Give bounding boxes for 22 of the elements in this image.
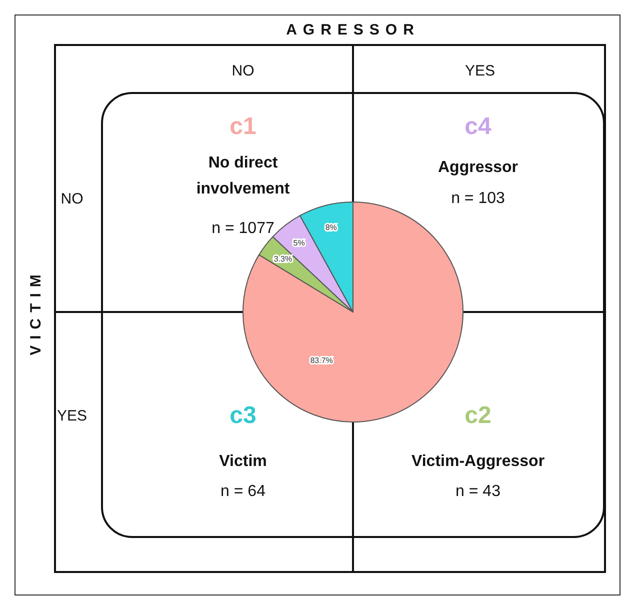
row-header: NO [60, 190, 84, 208]
quadrant-title: No direct involvement [195, 153, 291, 199]
count-text: n = 64 [220, 483, 266, 501]
axis-title: VICTIM [28, 268, 44, 356]
quadrant-title: Aggressor [438, 159, 518, 177]
axis-title: AGRESSOR [286, 22, 420, 38]
slice-label: 8% [325, 222, 337, 232]
column-header: YES [465, 62, 495, 80]
column-header: NO [232, 62, 254, 80]
count-text: n = 1077 [212, 220, 274, 238]
quadrant-title: Victim [219, 453, 267, 471]
row-header: YES [57, 408, 87, 424]
quadrant-code: c1 [230, 113, 256, 141]
slice-label: 83.7% [310, 356, 333, 366]
quadrant-code: c4 [464, 113, 492, 141]
count-text: n = 103 [451, 190, 505, 208]
slice-label: 5% [293, 238, 305, 248]
slice-label: 3.3% [274, 254, 292, 264]
count-text: n = 43 [456, 483, 500, 501]
quadrant-code: c2 [464, 402, 492, 430]
quadrant-code: c3 [230, 402, 256, 430]
quadrant-title: Victim-Aggressor [411, 453, 545, 471]
